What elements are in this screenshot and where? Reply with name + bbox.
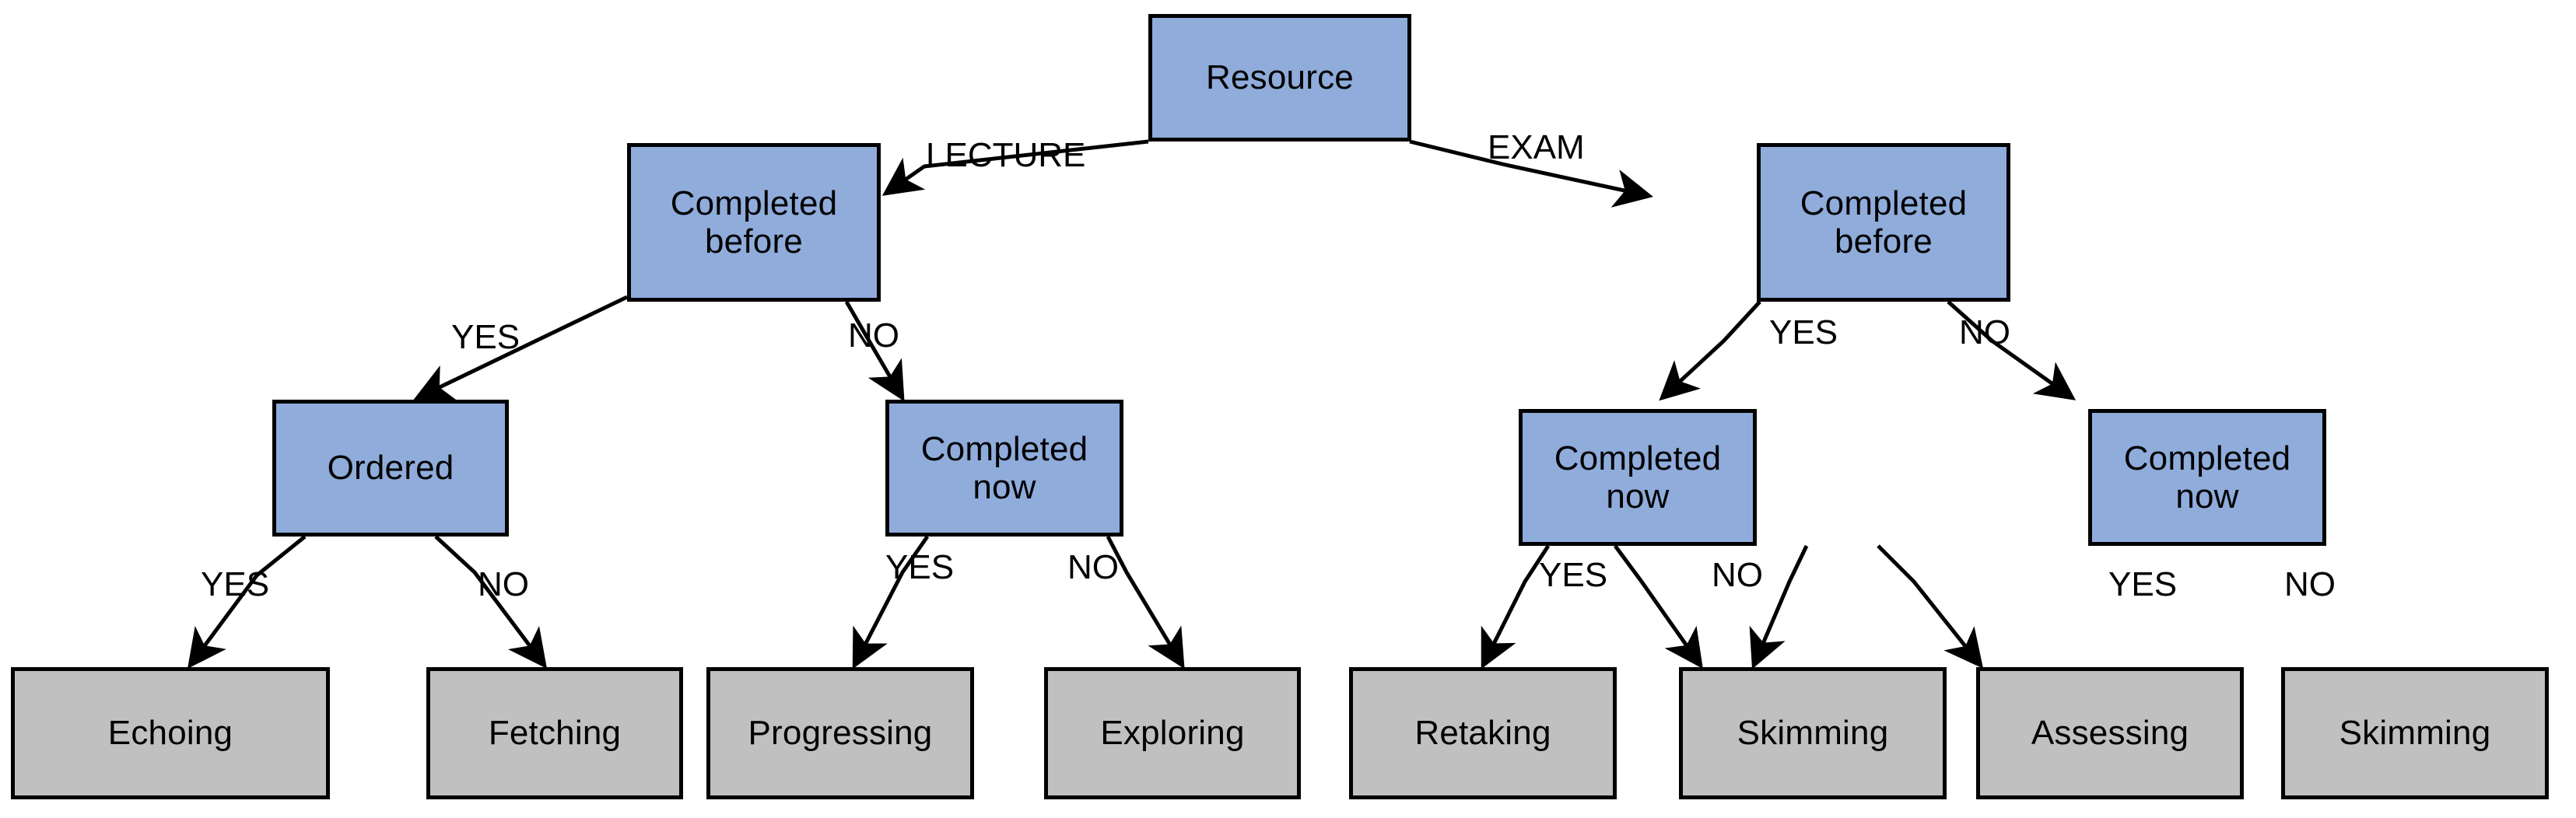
node-resource-label: Resource — [1206, 58, 1354, 97]
edge-label-exam-yes-cn-no: NO — [1712, 556, 1763, 594]
edge-label-ordered-no: NO — [478, 565, 529, 603]
node-exam-yes-completed-now-label: Completed now — [1554, 439, 1722, 516]
node-resource[interactable]: Resource — [1148, 14, 1411, 142]
edge-lecture-cb-no — [844, 300, 905, 402]
edge-exam-cb-yes — [1659, 300, 1761, 401]
node-ordered-label: Ordered — [327, 449, 454, 488]
node-ordered[interactable]: Ordered — [272, 400, 509, 537]
edge-exam-yes-cn-yes — [1481, 544, 1551, 669]
edge-label-root-exam: EXAM — [1488, 128, 1585, 166]
leaf-assessing[interactable]: Assessing — [1976, 667, 2244, 799]
edge-label-exam-yes-cn-yes: YES — [1539, 556, 1608, 594]
edge-label-exam-cb-no: NO — [1959, 313, 2010, 351]
leaf-retaking[interactable]: Retaking — [1349, 667, 1617, 799]
edge-ordered-no — [434, 535, 547, 669]
edge-label-exam-no-cn-yes: YES — [2108, 565, 2178, 603]
edge-label-exam-cb-yes: YES — [1769, 313, 1838, 351]
edge-exam-no-cn-yes — [1749, 544, 1809, 669]
leaf-progressing[interactable]: Progressing — [706, 667, 974, 799]
leaf-skimming-2[interactable]: Skimming — [2281, 667, 2549, 799]
edge-ordered-yes — [188, 535, 307, 669]
leaf-exploring[interactable]: Exploring — [1044, 667, 1301, 799]
node-exam-completed-before-label: Completed before — [1800, 184, 1968, 260]
node-exam-no-completed-now[interactable]: Completed now — [2088, 409, 2326, 546]
edge-label-root-lecture: LECTURE — [926, 136, 1086, 174]
leaf-retaking-label: Retaking — [1414, 714, 1551, 753]
node-exam-no-completed-now-label: Completed now — [2123, 439, 2291, 516]
leaf-fetching-label: Fetching — [488, 714, 622, 753]
edge-label-lecture-cn-yes: YES — [885, 548, 955, 586]
node-exam-yes-completed-now[interactable]: Completed now — [1519, 409, 1757, 546]
leaf-skimming-2-label: Skimming — [2339, 714, 2491, 753]
edge-root-lecture — [881, 139, 1149, 196]
edge-exam-no-cn-no — [1877, 544, 1984, 669]
node-lecture-completed-now-label: Completed now — [920, 429, 1088, 506]
node-lecture-completed-before-label: Completed before — [670, 184, 838, 260]
edge-lecture-cn-no — [1106, 535, 1185, 669]
edge-exam-yes-cn-no — [1613, 544, 1703, 669]
leaf-echoing-label: Echoing — [107, 714, 233, 753]
edge-label-lecture-cb-yes: YES — [451, 318, 520, 356]
leaf-exploring-label: Exploring — [1100, 714, 1245, 753]
node-lecture-completed-now[interactable]: Completed now — [885, 400, 1123, 537]
node-lecture-completed-before[interactable]: Completed before — [627, 143, 881, 302]
node-exam-completed-before[interactable]: Completed before — [1757, 143, 2010, 302]
edge-label-lecture-cn-no: NO — [1067, 548, 1119, 586]
leaf-progressing-label: Progressing — [748, 714, 933, 753]
edge-label-lecture-cb-no: NO — [848, 316, 899, 355]
edge-lecture-cb-yes — [413, 295, 629, 400]
leaf-echoing[interactable]: Echoing — [11, 667, 330, 799]
edge-lecture-cn-yes — [852, 535, 930, 669]
leaf-skimming-1[interactable]: Skimming — [1679, 667, 1947, 799]
leaf-skimming-1-label: Skimming — [1737, 714, 1889, 753]
leaf-fetching[interactable]: Fetching — [426, 667, 683, 799]
leaf-assessing-label: Assessing — [2031, 714, 2189, 753]
edge-label-exam-no-cn-no: NO — [2284, 565, 2336, 603]
edge-label-ordered-yes: YES — [201, 565, 270, 603]
edge-exam-cb-no — [1947, 300, 2077, 400]
edge-root-exam — [1409, 139, 1653, 208]
